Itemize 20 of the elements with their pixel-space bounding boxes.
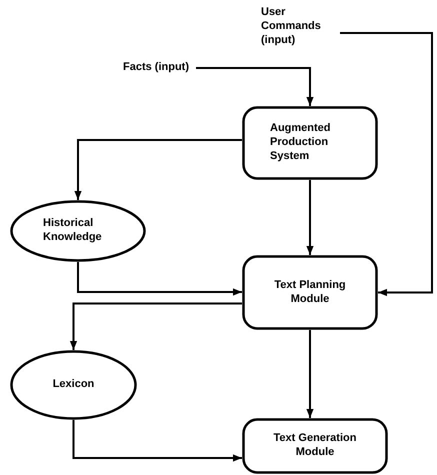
node-label: Lexicon [52,378,94,392]
arrow [77,262,242,296]
input-label: User Commands (input) [261,6,322,48]
data-ellipse [10,350,137,420]
process-box [242,255,378,330]
arrow [306,330,314,418]
process-box [242,418,388,474]
arrow [196,67,314,106]
data-ellipse [10,200,146,262]
arrow [74,139,242,200]
node-label: Augmented Production System [270,122,332,164]
arrow [306,180,314,255]
arrow [70,302,242,350]
arrow [340,32,433,296]
process-box [242,106,378,180]
arrow [72,420,242,462]
input-label: Facts (input) [123,61,189,75]
node-label: Text Generation Module [272,432,358,460]
node-label: Historical Knowledge [43,217,103,245]
node-label: Text Planning Module [273,278,347,306]
